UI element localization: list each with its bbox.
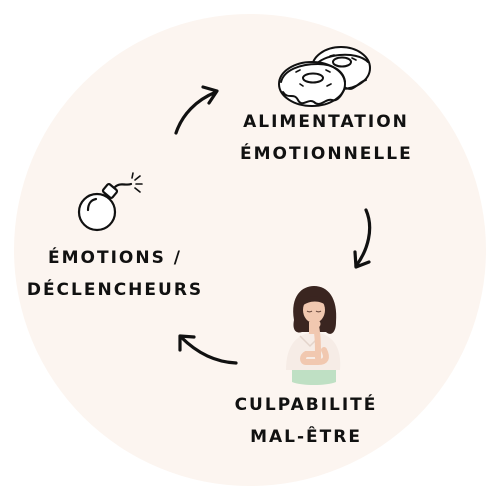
- step-culpabilite-mal-etre: CULPABILITÉ MAL-ÊTRE: [222, 389, 390, 453]
- bomb-icon: [77, 172, 143, 232]
- step-emotions-line2: DÉCLENCHEURS: [26, 280, 204, 300]
- step-culpabilite-line2: MAL-ÊTRE: [250, 427, 362, 447]
- step-alimentation-line1: ALIMENTATION: [243, 112, 409, 132]
- step-emotions-declencheurs: ÉMOTIONS / DÉCLENCHEURS: [20, 242, 210, 306]
- step-alimentation-line2: ÉMOTIONNELLE: [240, 144, 413, 164]
- worried-woman-icon: [286, 286, 341, 385]
- arrow-culpabilite-to-emotions: [178, 334, 238, 365]
- step-emotions-line1: ÉMOTIONS /: [48, 248, 182, 268]
- background-circle: [14, 14, 486, 486]
- step-alimentation-emotionnelle: ALIMENTATION ÉMOTIONNELLE: [240, 106, 412, 170]
- step-culpabilite-line1: CULPABILITÉ: [234, 395, 378, 415]
- arrow-emotions-to-alimentation: [174, 85, 219, 135]
- donut-icon: [278, 46, 371, 107]
- arrow-alimentation-to-culpabilite: [353, 208, 372, 269]
